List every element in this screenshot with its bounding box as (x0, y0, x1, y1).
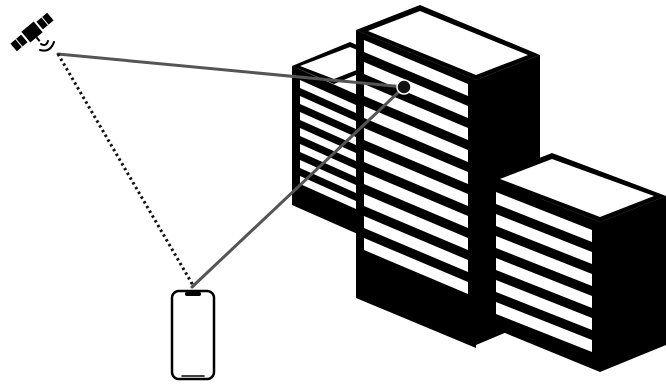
low-building (488, 153, 666, 372)
satellite-icon (10, 12, 54, 52)
signal-links (56, 52, 406, 289)
back-building (292, 42, 392, 235)
signal-waves (39, 40, 55, 52)
reflected-signal-to-phone (190, 85, 406, 289)
direct-signal-to-building (56, 52, 406, 89)
line-of-sight-dotted (56, 53, 196, 288)
smartphone-icon (170, 289, 216, 381)
reflection-point-icon (396, 79, 412, 95)
